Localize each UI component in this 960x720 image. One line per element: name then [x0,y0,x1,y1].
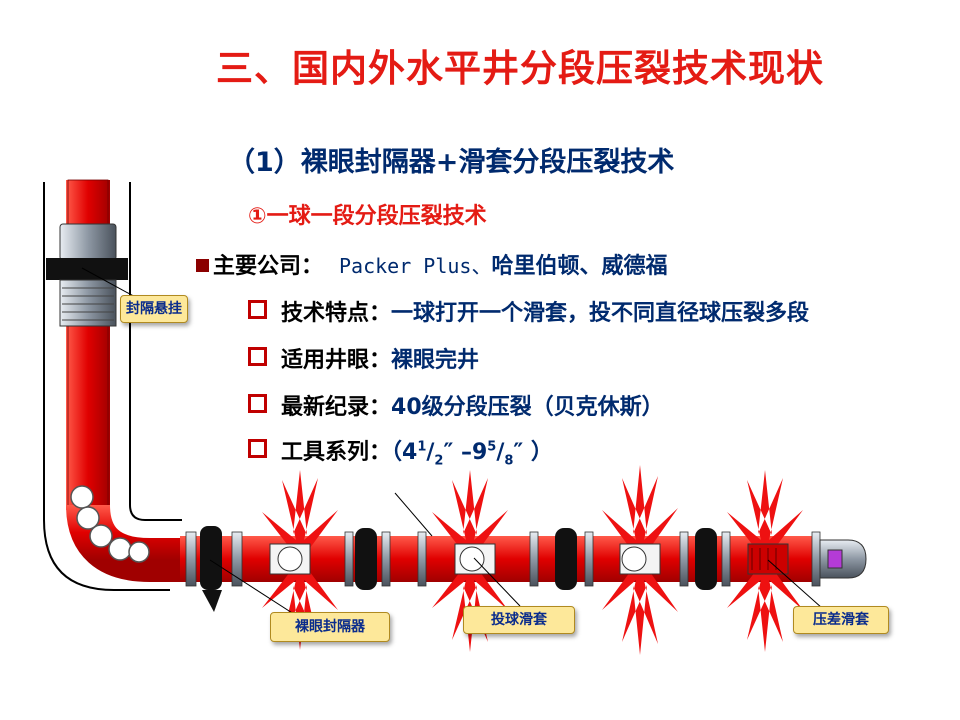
hollow-square-bullet-icon [248,439,267,458]
hollow-square-bullet-icon [248,394,267,413]
frac-balls [70,485,150,563]
feature-row: 最新纪录：40级分段压裂（贝克休斯） [248,389,664,421]
hollow-square-bullet-icon [248,347,267,366]
open-hole-packer-callout: 裸眼封隔器 [270,612,390,642]
feature-value: 一球打开一个滑套，投不同直径球压裂多段 [391,301,810,326]
feature-value: 裸眼完井 [391,348,480,373]
hanger-body [59,223,117,261]
feature-label: 工具系列： [281,440,392,465]
callout-leaders [209,492,823,619]
guide-shoe [819,539,867,579]
wellbore-inner-line [129,182,182,521]
method-title: ①一球一段分段压裂技术 [248,204,487,229]
company-names-cn: 哈里伯顿、威德福 [491,254,668,279]
ball-sleeve-callout: 投球滑套 [463,606,575,634]
open-hole-packers [200,526,717,612]
tool-series-value: （41/2″ –95/8″ ） [391,439,553,469]
hanger-slips [59,279,117,327]
guide-shoe-valve [827,549,843,569]
feature-value: 40级分段压裂（贝克休斯） [391,395,664,420]
sliding-sleeves [269,543,789,575]
feature-row: 技术特点：一球打开一个滑套，投不同直径球压裂多段 [248,295,809,327]
feature-row: 适用井眼：裸眼完井 [248,342,479,374]
hanger-callout: 封隔悬挂 [120,295,188,323]
hanger-seal [46,258,128,280]
company-label: 主要公司： [213,254,324,279]
tubing-couplings [185,531,821,587]
feature-label: 适用井眼： [281,348,392,373]
pressure-sleeve-callout: 压差滑套 [793,606,889,634]
feature-label: 最新纪录： [281,395,392,420]
feature-label: 技术特点： [281,301,392,326]
feature-row: 工具系列：（41/2″ –95/8″ ） [248,434,553,468]
company-row: 主要公司： Packer Plus、哈里伯顿、威德福 [196,248,667,280]
page-title: 三、国内外水平井分段压裂技术现状 [216,47,824,90]
wellbore-outer-line [43,182,170,591]
square-bullet-icon [196,259,209,272]
section-subtitle: （1）裸眼封隔器+滑套分段压裂技术 [228,147,675,178]
company-names-latin: Packer Plus、 [339,254,492,278]
hollow-square-bullet-icon [248,300,267,319]
